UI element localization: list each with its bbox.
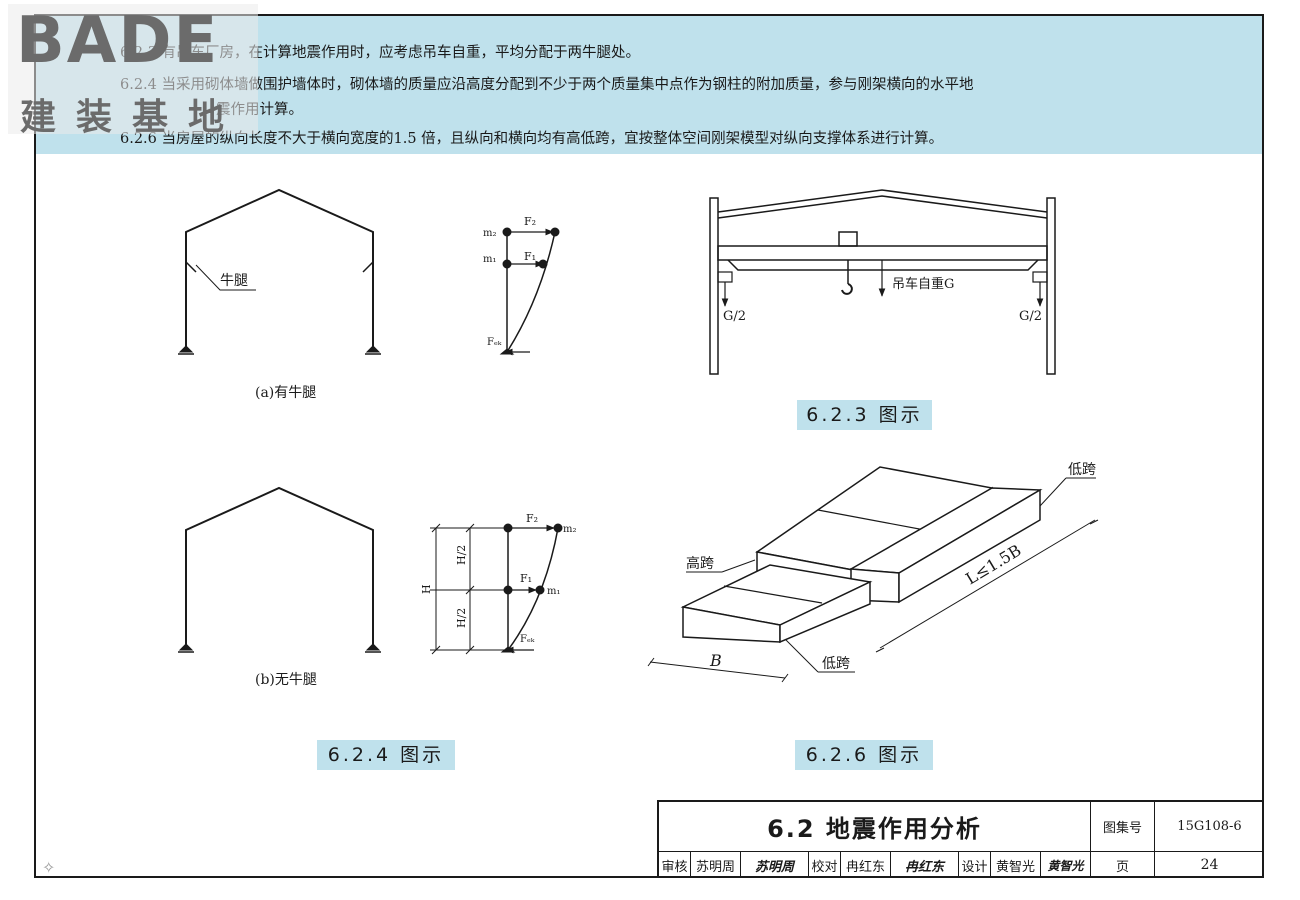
designer-signature: 黄智光 [1041,852,1091,878]
span-isometric [680,466,1043,644]
note-6-2-4: 6.2.4 当采用砌体墙做围护墙体时，砌体墙的质量应沿高度分配到不少于两个质量集… [120,77,974,93]
span-dimensions [647,477,1099,683]
reviewer-signature: 苏明周 [741,852,809,878]
crane-g-left: G/2 [723,309,746,324]
caption-6-2-4: 6.2.4 图示 [317,740,455,770]
corner-mark-icon: ✧ [42,858,56,877]
label-m1-b: m₁ [547,586,561,597]
title-block: 6.2 地震作用分析 图集号 15G108-6 审核 苏明周 苏明周 校对 冉红… [657,800,1264,878]
label-m2-b: m₂ [563,524,577,535]
sheet-title: 6.2 地震作用分析 [659,802,1091,852]
brand-logo: BADE 建装基地 [8,4,258,138]
page-number: 24 [1200,857,1219,873]
designer-name: 黄智光 [991,852,1041,878]
load-model-a [499,227,560,356]
label-f1-a: F₁ [524,250,536,263]
checker-name: 冉红东 [841,852,891,878]
label-fek-a: Fₑₖ [487,337,502,348]
caption-fig-b: (b)无牛腿 [255,672,317,688]
label-m1-a: m₁ [483,254,497,265]
note-6-2-6: 6.2.6 当房屋的纵向长度不大于横向宽度的1.5 倍，且纵向和横向均有高低跨，… [120,131,944,147]
low-span-label-bottom: 低跨 [822,656,850,672]
crane-frame [709,189,1056,375]
low-span-label-top: 低跨 [1068,462,1096,478]
label-f2-b: F₂ [526,512,538,525]
page-label: 页 [1091,852,1155,878]
caption-fig-a: (a)有牛腿 [255,385,317,401]
label-h-half-top: H/2 [455,545,468,565]
caption-6-2-3: 6.2.3 图示 [797,400,932,430]
logo-subtitle: 建装基地 [20,97,245,138]
review-label: 审核 [659,852,691,878]
frame-b [178,486,381,653]
load-model-b [430,523,563,655]
high-span-label: 高跨 [686,555,714,572]
check-label: 校对 [809,852,841,878]
caption-6-2-6: 6.2.6 图示 [795,740,933,770]
corbel-label: 牛腿 [220,273,248,289]
label-f1-b: F₁ [520,572,532,585]
label-h-half-bottom: H/2 [455,608,468,628]
label-f2-a: F₂ [524,215,536,228]
label-m2-a: m₂ [483,228,497,239]
design-label: 设计 [959,852,991,878]
crane-weight-label: 吊车自重G [892,276,954,292]
label-fek-b: Fₑₖ [520,634,535,645]
checker-signature: 冉红东 [891,852,959,878]
logo-wordmark: BADE [16,4,220,78]
crane-g-right: G/2 [1019,309,1042,324]
drawing-sheet-border [34,14,1264,878]
reviewer-name: 苏明周 [691,852,741,878]
frame-a [178,188,381,355]
atlas-number: 15G108-6 [1155,802,1264,852]
atlas-label: 图集号 [1091,802,1155,852]
width-dimension-label: B [709,651,722,670]
label-h: H [420,584,433,594]
